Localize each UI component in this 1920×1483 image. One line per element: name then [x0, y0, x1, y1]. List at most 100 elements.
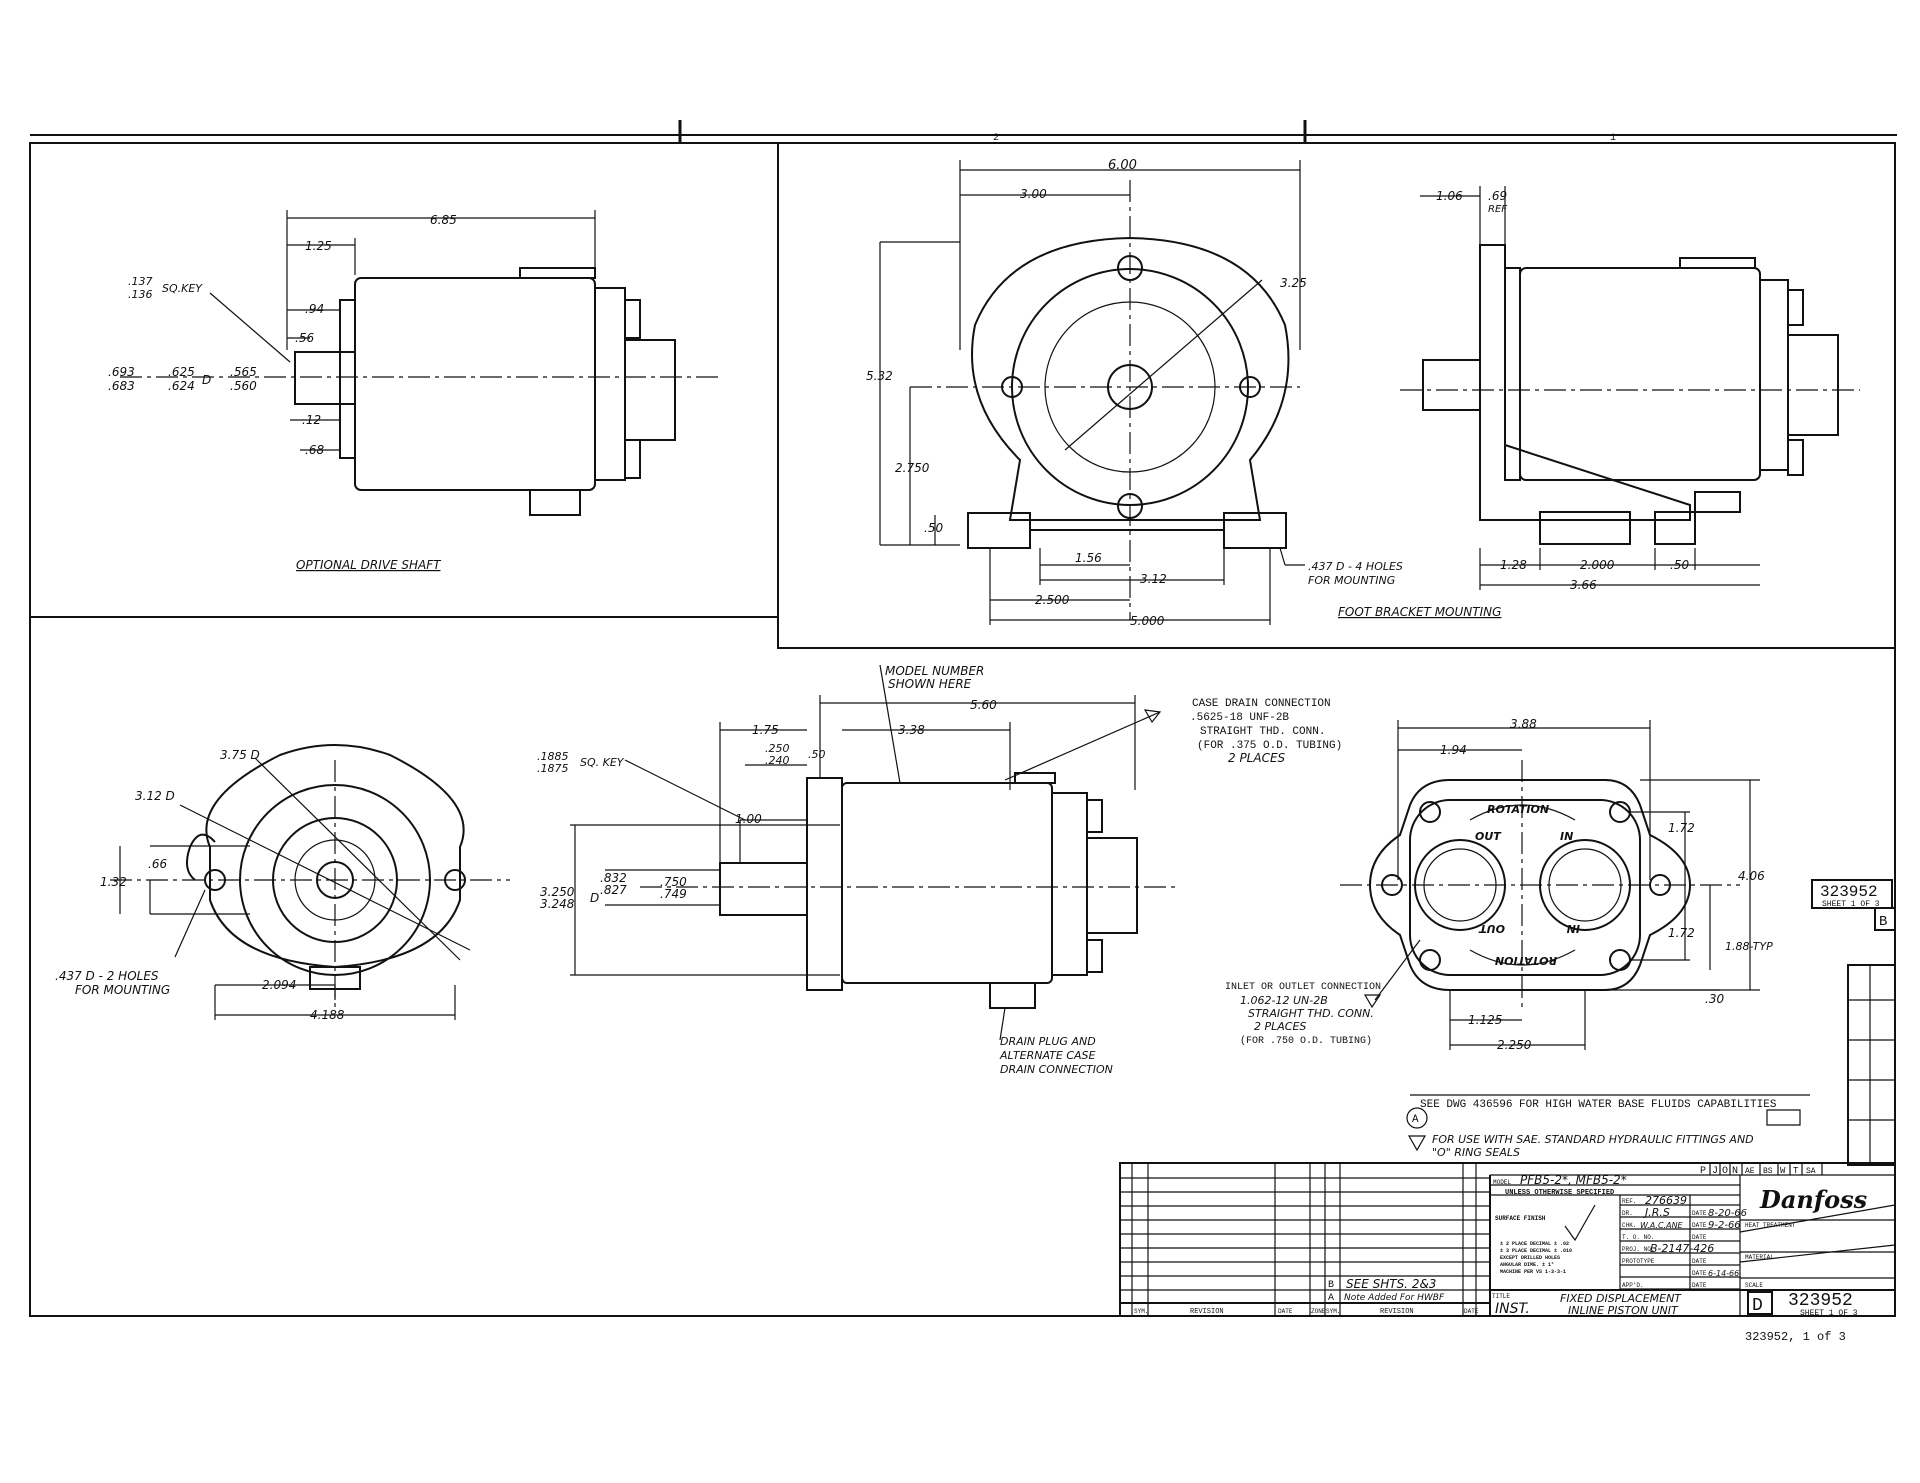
tolerance-5: MACHINE PER VS 1-3-3-1: [1500, 1269, 1566, 1275]
dr-date: 8-20-66: [1708, 1208, 1747, 1219]
optional-drive-shaft-caption: OPTIONAL DRIVE SHAFT: [296, 558, 442, 572]
inlet-note-2: 1.062-12 UN-2B: [1240, 994, 1328, 1007]
foot-bracket-front-view: 6.00 3.00 3.25 5.32 2.750 .50 1.56 3.12 …: [866, 158, 1403, 628]
dim-1-72-top: 1.72: [1668, 821, 1695, 835]
inlet-note-3: STRAIGHT THD. CONN.: [1248, 1007, 1374, 1020]
dim-1-00: 1.00: [735, 812, 762, 826]
dia-3-250: 3.250: [540, 885, 575, 899]
ref-number: 276639: [1645, 1194, 1687, 1207]
chk-date-label: DATE: [1692, 1222, 1707, 1229]
port-in-bottom: IN: [1567, 922, 1580, 935]
col-zone: ZONE: [1311, 1308, 1326, 1315]
tolerance-2: ± 3 PLACE DECIMAL ± .010: [1500, 1248, 1572, 1254]
dim-1-56: 1.56: [1075, 551, 1102, 565]
dim-1-32: 1.32: [100, 875, 127, 889]
dim-4-188: 4.188: [310, 1008, 345, 1022]
heat-treatment-label: HEAT TREATMENT: [1745, 1222, 1796, 1229]
dim-5-32: 5.32: [866, 369, 893, 383]
dim-3-00: 3.00: [1020, 187, 1047, 201]
chk-date: 9-2-66: [1708, 1220, 1741, 1231]
tag-j: J: [1712, 1166, 1718, 1177]
dia-d: D: [590, 891, 599, 905]
rev-b-letter: B: [1328, 1280, 1334, 1291]
drain-plug-3: DRAIN CONNECTION: [1000, 1063, 1113, 1076]
dim-length: 6.85: [430, 213, 457, 227]
inlet-note-4: 2 PLACES: [1254, 1020, 1306, 1033]
dim-250: .250: [765, 742, 790, 755]
tag-n: N: [1732, 1166, 1738, 1177]
case-drain-3: STRAIGHT THD. CONN.: [1200, 726, 1325, 738]
dia2-b: .624: [168, 379, 195, 393]
front-holes-1: .437 D - 2 HOLES: [55, 969, 159, 983]
dim-240: .240: [765, 754, 790, 767]
dim-2-094: 2.094: [262, 978, 296, 992]
dr-initials: J.R.S: [1643, 1206, 1670, 1219]
material-label: MATERIAL: [1745, 1254, 1774, 1261]
title-block-data: MODEL PFB5-2*, MFB5-2* UNLESS OTHERWISE …: [1490, 1173, 1896, 1318]
dim-94: .94: [305, 302, 324, 316]
dim-4-06: 4.06: [1738, 869, 1765, 883]
dim-1-25: 1.25: [305, 239, 332, 253]
sheet-border: 2 1: [29, 120, 1897, 1317]
dia1-b: .683: [108, 379, 135, 393]
port-in-top: IN: [1560, 830, 1573, 843]
dim-3-66: 3.66: [1570, 578, 1597, 592]
title-block: B SEE SHTS. 2&3 A Note Added For HWBF SY…: [1119, 1162, 1896, 1344]
sheet-number: SHEET 1 OF 3: [1800, 1309, 1858, 1318]
dr-label: DR.: [1622, 1210, 1633, 1217]
col-sym-1: SYM.: [1134, 1308, 1148, 1315]
proj-number: B-2147-426: [1650, 1242, 1714, 1255]
tag-p: P: [1700, 1166, 1706, 1177]
tag-t: T: [1793, 1166, 1799, 1176]
to-date-label: DATE: [1692, 1234, 1707, 1241]
rotation-label-top: ROTATION: [1487, 803, 1549, 816]
dia-832: .832: [600, 871, 627, 885]
dim-1-28: 1.28: [1500, 558, 1527, 572]
danfoss-logo: Danfoss: [1759, 1185, 1868, 1214]
front-flange-view: 3.75 D 3.12 D .66 1.32 .437 D - 2 HOLES …: [55, 744, 510, 1022]
to-label: T. O. NO.: [1622, 1234, 1654, 1241]
case-drain-2: .5625-18 UNF-2B: [1190, 712, 1289, 724]
dim-56: .56: [295, 331, 314, 345]
drain-plug-2: ALTERNATE CASE: [999, 1049, 1096, 1062]
bottom-reference: 323952, 1 of 3: [1745, 1330, 1846, 1344]
drain-plug-1: DRAIN PLUG AND: [1000, 1035, 1096, 1048]
proj-label: PROJ. NO.: [1622, 1246, 1654, 1253]
sae-note-1: FOR USE WITH SAE. STANDARD HYDRAULIC FIT…: [1432, 1133, 1754, 1146]
zone-number-2: 2: [993, 133, 999, 144]
case-drain-1: CASE DRAIN CONNECTION: [1192, 698, 1331, 710]
drawing-number: 323952: [1788, 1291, 1853, 1311]
dim-1-88-typ: 1.88-TYP: [1725, 940, 1773, 953]
drawing-size: D: [1752, 1296, 1763, 1316]
port-out-bottom: OUT: [1478, 922, 1505, 935]
side-drawing-number: 323952: [1820, 883, 1878, 901]
title-line-1: FIXED DISPLACEMENT: [1560, 1292, 1682, 1305]
dr-date-label: DATE: [1692, 1210, 1707, 1217]
tag-o: O: [1722, 1166, 1728, 1177]
rev-a-text: Note Added For HWBF: [1344, 1293, 1445, 1303]
holes-note-2: FOR MOUNTING: [1308, 574, 1395, 587]
dim-side-50: .50: [808, 748, 826, 761]
tag-sa: SA: [1806, 1167, 1816, 1176]
dim-5-60: 5.60: [970, 698, 997, 712]
side-sheet-label: SHEET 1 OF 3: [1822, 900, 1880, 909]
dim-69: .69: [1488, 189, 1507, 203]
foot-bracket-side-view: 1.06 .69 REF 1.28 2.000 .50 3.66 FOOT BR…: [1338, 186, 1860, 619]
proto-date-label: DATE: [1692, 1258, 1707, 1265]
dim-2-750: 2.750: [895, 461, 930, 475]
col-revision-1: REVISION: [1190, 1308, 1224, 1316]
dim-2-500: 2.500: [1035, 593, 1070, 607]
prototype-label: PROTOTYPE: [1622, 1258, 1655, 1265]
dia-749: .749: [660, 887, 687, 901]
col-revision-2: REVISION: [1380, 1308, 1414, 1316]
dia-3-75: 3.75 D: [220, 748, 260, 762]
a-tag: A: [1412, 1114, 1419, 1126]
appd-date-label: DATE: [1692, 1270, 1707, 1277]
approval-tag-row: P J O N AE BS W T SA: [1700, 1163, 1823, 1177]
chk-initials: W.A.C.ANE: [1640, 1221, 1684, 1230]
dim-3-38: 3.38: [898, 723, 925, 737]
chk-label: CHK.: [1622, 1222, 1636, 1229]
foot-bracket-caption: FOOT BRACKET MOUNTING: [1338, 605, 1501, 619]
dim-1-125: 1.125: [1468, 1013, 1502, 1027]
